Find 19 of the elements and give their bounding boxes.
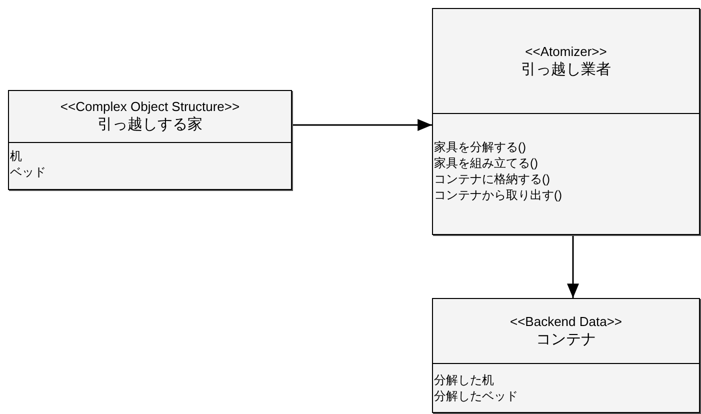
association-arrow — [567, 235, 579, 298]
class-box — [8, 90, 292, 190]
stereotype-label: <<Atomizer>> — [525, 42, 607, 60]
class-name: 引っ越し業者 — [521, 60, 611, 80]
member-text: 家具を分解する() — [434, 139, 526, 155]
member-text: 机 — [10, 148, 22, 164]
stereotype-label: <<Complex Object Structure>> — [60, 98, 240, 115]
member-text: ベッド — [10, 164, 46, 180]
member-text: 家具を組み立てる() — [434, 155, 538, 171]
association-arrow — [292, 119, 432, 131]
class-name: コンテナ — [536, 330, 596, 350]
member-text: 分解した机 — [434, 372, 494, 388]
class-box — [432, 8, 700, 235]
class-box — [432, 298, 700, 413]
member-text: コンテナから取り出す() — [434, 187, 562, 203]
class-name: 引っ越しする家 — [98, 115, 202, 135]
member-text: コンテナに格納する() — [434, 171, 550, 187]
stereotype-label: <<Backend Data>> — [510, 312, 622, 330]
member-text: 分解したベッド — [434, 388, 518, 404]
